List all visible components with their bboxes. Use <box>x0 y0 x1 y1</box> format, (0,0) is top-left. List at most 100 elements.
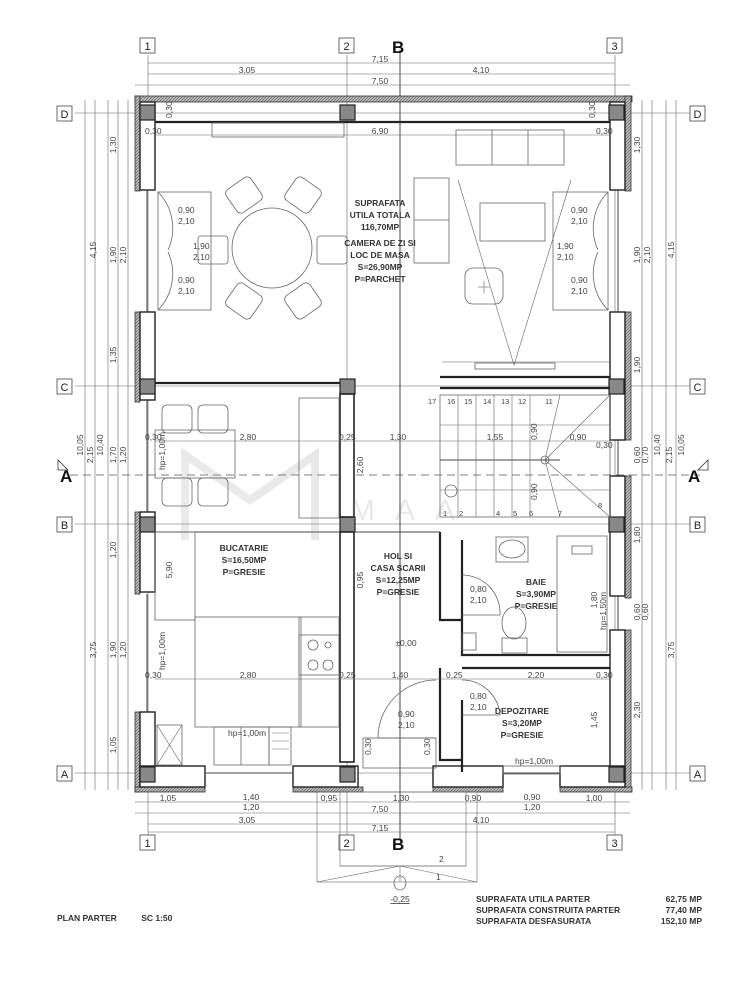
svg-text:0,70: 0,70 <box>640 446 650 463</box>
axis-label-1-bottom: 1 <box>144 838 150 850</box>
svg-text:1,90: 1,90 <box>193 241 210 251</box>
summary-label: SUPRAFATA UTILA PARTER <box>476 894 591 904</box>
svg-text:6: 6 <box>529 509 533 518</box>
summary-row: SUPRAFATA UTILA PARTER 62,75 MP <box>476 894 702 905</box>
axis-label-d-left: D <box>61 109 69 121</box>
svg-text:2: 2 <box>439 854 444 864</box>
svg-text:2,80: 2,80 <box>240 670 257 680</box>
svg-text:1,45: 1,45 <box>589 711 599 728</box>
svg-text:1,05: 1,05 <box>108 736 118 753</box>
svg-text:0,90: 0,90 <box>571 275 588 285</box>
living-room-area: S=26,90MP <box>358 262 403 272</box>
svg-text:0,30: 0,30 <box>422 738 432 755</box>
svg-text:hp=1,00m: hp=1,00m <box>228 728 266 738</box>
svg-text:2,60: 2,60 <box>355 456 365 473</box>
furniture-dining <box>197 122 348 320</box>
svg-text:0,30: 0,30 <box>145 432 162 442</box>
svg-text:2,10: 2,10 <box>118 246 128 263</box>
svg-text:1,70: 1,70 <box>108 446 118 463</box>
svg-text:2,15: 2,15 <box>85 446 95 463</box>
svg-text:2,20: 2,20 <box>528 670 545 680</box>
axis-label-d-right: D <box>694 109 702 121</box>
axis-label-a-right: A <box>694 769 702 781</box>
svg-text:3,05: 3,05 <box>239 815 256 825</box>
svg-text:7,15: 7,15 <box>372 823 389 833</box>
dimensions-top: 7,15 3,05 4,10 7,50 <box>135 54 630 86</box>
axis-label-b-right: B <box>694 520 701 532</box>
svg-text:3,75: 3,75 <box>666 641 676 658</box>
svg-text:2,10: 2,10 <box>178 286 195 296</box>
axis-label-3-bottom: 3 <box>611 838 617 850</box>
svg-text:2,10: 2,10 <box>178 216 195 226</box>
svg-text:4,15: 4,15 <box>666 241 676 258</box>
svg-text:4,15: 4,15 <box>88 241 98 258</box>
svg-text:1,40: 1,40 <box>392 670 409 680</box>
svg-text:0,90: 0,90 <box>398 709 415 719</box>
summary-value: 77,40 MP <box>665 905 702 915</box>
svg-text:hp=1,00m: hp=1,00m <box>515 756 553 766</box>
section-marker-a-left: A <box>60 467 72 486</box>
svg-text:15: 15 <box>464 397 472 406</box>
hall-name-1: HOL SI <box>384 551 412 561</box>
svg-text:1,20: 1,20 <box>243 802 260 812</box>
svg-text:10,05: 10,05 <box>676 434 686 456</box>
svg-text:3,05: 3,05 <box>239 65 256 75</box>
svg-text:0,90: 0,90 <box>178 275 195 285</box>
svg-text:10,40: 10,40 <box>652 434 662 456</box>
bathroom-fixtures: 0,80 2,10 <box>461 535 608 654</box>
svg-text:2,30: 2,30 <box>632 701 642 718</box>
section-marker-a-right: A <box>688 467 700 486</box>
svg-text:7,50: 7,50 <box>372 804 389 814</box>
svg-text:0,25: 0,25 <box>446 670 463 680</box>
svg-text:14: 14 <box>483 397 491 406</box>
room-labels: SUPRAFATA UTILA TOTALA 116,70MP CAMERA D… <box>220 198 558 740</box>
svg-text:3,75: 3,75 <box>88 641 98 658</box>
dimensions-bottom: 1,05 1,40 1,20 0,95 1,30 0,90 0,90 1,20 … <box>135 792 630 833</box>
svg-text:0,30: 0,30 <box>596 126 613 136</box>
svg-text:1,80: 1,80 <box>589 591 599 608</box>
svg-text:2,80: 2,80 <box>240 432 257 442</box>
total-area-label-2: UTILA TOTALA <box>350 210 411 220</box>
svg-text:0,90: 0,90 <box>178 205 195 215</box>
svg-text:1,20: 1,20 <box>524 802 541 812</box>
svg-text:16: 16 <box>447 397 455 406</box>
svg-text:1,90: 1,90 <box>632 246 642 263</box>
bath-area: S=3,90MP <box>516 589 556 599</box>
area-summary: SUPRAFATA UTILA PARTER 62,75 MP SUPRAFAT… <box>476 894 702 927</box>
svg-text:13: 13 <box>501 397 509 406</box>
storage-name: DEPOZITARE <box>495 706 549 716</box>
summary-row: SUPRAFATA DESFASURATA 152,10 MP <box>476 916 702 927</box>
svg-text:hp=1,50m: hp=1,50m <box>598 592 608 630</box>
svg-text:0,95: 0,95 <box>355 571 365 588</box>
hall-name-2: CASA SCARII <box>371 563 426 573</box>
summary-value: 62,75 MP <box>665 894 702 904</box>
svg-text:0,60: 0,60 <box>632 446 642 463</box>
storage-door: 0,80 2,10 <box>461 679 561 775</box>
section-marker-b-top: B <box>392 38 404 57</box>
svg-text:0,90: 0,90 <box>571 205 588 215</box>
svg-text:1,90: 1,90 <box>557 241 574 251</box>
svg-text:7,50: 7,50 <box>372 76 389 86</box>
section-marker-b-bottom: B <box>392 835 404 854</box>
svg-text:0,60: 0,60 <box>632 603 642 620</box>
axis-label-3-top: 3 <box>611 41 617 53</box>
axis-label-c-right: C <box>694 382 702 394</box>
svg-text:17: 17 <box>428 397 436 406</box>
summary-row: SUPRAFATA CONSTRUITA PARTER 77,40 MP <box>476 905 702 916</box>
svg-text:4: 4 <box>496 509 500 518</box>
dimensions-right: 1,30 1,90 2,10 4,15 1,90 0,60 0,70 10,40… <box>632 100 686 790</box>
svg-text:2,10: 2,10 <box>571 286 588 296</box>
svg-text:2: 2 <box>459 509 463 518</box>
summary-label: SUPRAFATA DESFASURATA <box>476 916 592 926</box>
svg-text:0,25: 0,25 <box>339 432 356 442</box>
interior-dimensions: 6,90 0,30 0,30 0,30 0,30 0,30 2,80 0,25 … <box>145 101 613 766</box>
axis-label-b-left: B <box>61 520 68 532</box>
svg-text:MAA: MAA <box>350 494 475 527</box>
storage-area: S=3,20MP <box>502 718 542 728</box>
hall-area: S=12,25MP <box>376 575 421 585</box>
furniture-living <box>413 129 610 370</box>
axis-label-2-bottom: 2 <box>343 838 349 850</box>
svg-text:0,80: 0,80 <box>470 691 487 701</box>
svg-text:5: 5 <box>513 509 517 518</box>
